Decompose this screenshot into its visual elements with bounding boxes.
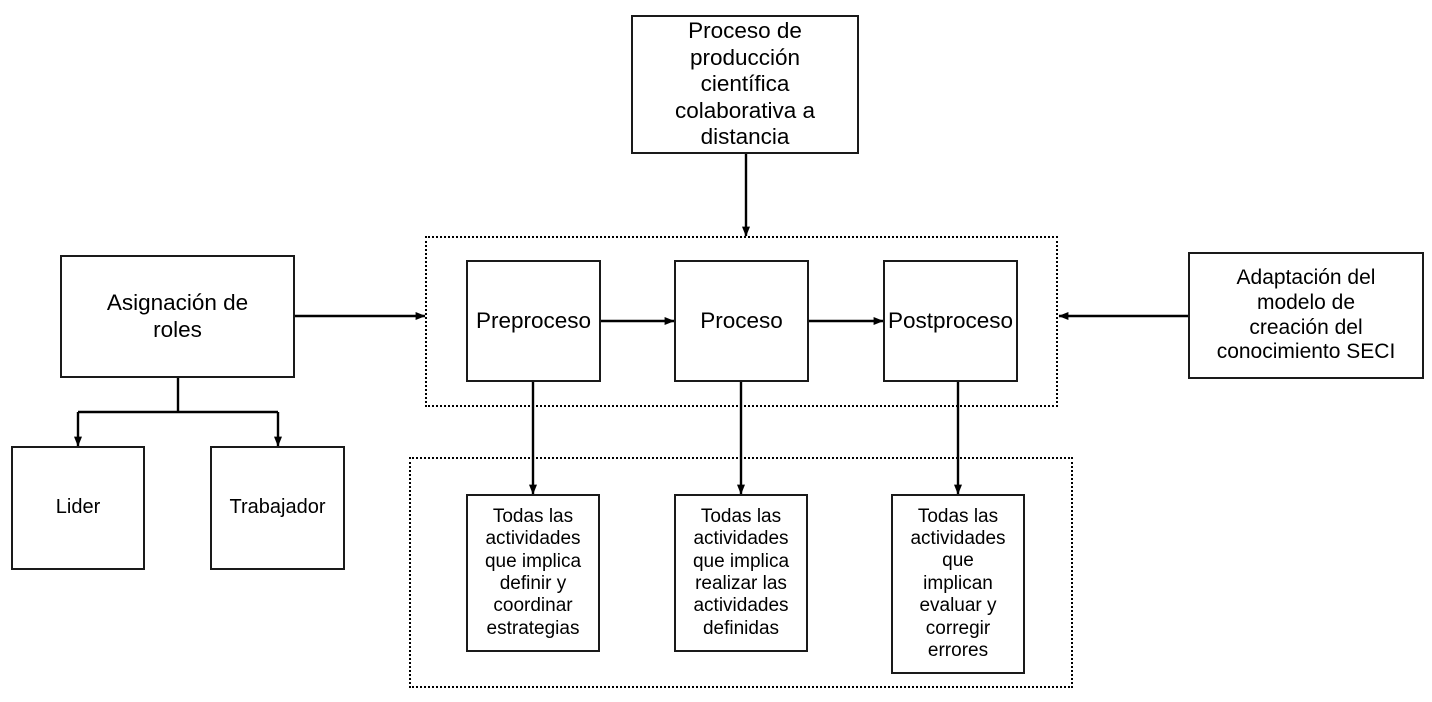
node-actividades-preproceso[interactable]: Todas las actividades que implica defini… [466, 494, 600, 652]
node-adaptacion-modelo-seci[interactable]: Adaptación del modelo de creación del co… [1188, 252, 1424, 379]
activities-group-container [409, 457, 1073, 688]
node-asignacion-de-roles[interactable]: Asignación de roles [60, 255, 295, 378]
node-label: Proceso [700, 307, 783, 333]
node-postproceso[interactable]: Postproceso [883, 260, 1018, 382]
node-actividades-postproceso[interactable]: Todas las actividades que implican evalu… [891, 494, 1025, 674]
process-stage-group-container [425, 236, 1058, 407]
node-label: Asignación de roles [106, 289, 249, 342]
node-label: Postproceso [887, 307, 1014, 333]
node-label: Todas las actividades que implica defini… [484, 505, 582, 639]
node-label: Proceso de producción científica colabor… [674, 18, 816, 150]
node-label: Preproceso [475, 307, 592, 333]
node-actividades-proceso[interactable]: Todas las actividades que implica realiz… [674, 494, 808, 652]
node-label: Todas las actividades que implica realiz… [692, 505, 790, 639]
node-label: Trabajador [229, 496, 326, 519]
node-label: Lider [55, 496, 101, 519]
node-preproceso[interactable]: Preproceso [466, 260, 601, 382]
node-proceso[interactable]: Proceso [674, 260, 809, 382]
node-lider[interactable]: Lider [11, 446, 145, 570]
node-label: Adaptación del modelo de creación del co… [1216, 265, 1396, 364]
node-label: Todas las actividades que implican evalu… [910, 505, 1006, 662]
node-proceso-produccion-cientifica[interactable]: Proceso de producción científica colabor… [631, 15, 859, 154]
node-trabajador[interactable]: Trabajador [210, 446, 345, 570]
